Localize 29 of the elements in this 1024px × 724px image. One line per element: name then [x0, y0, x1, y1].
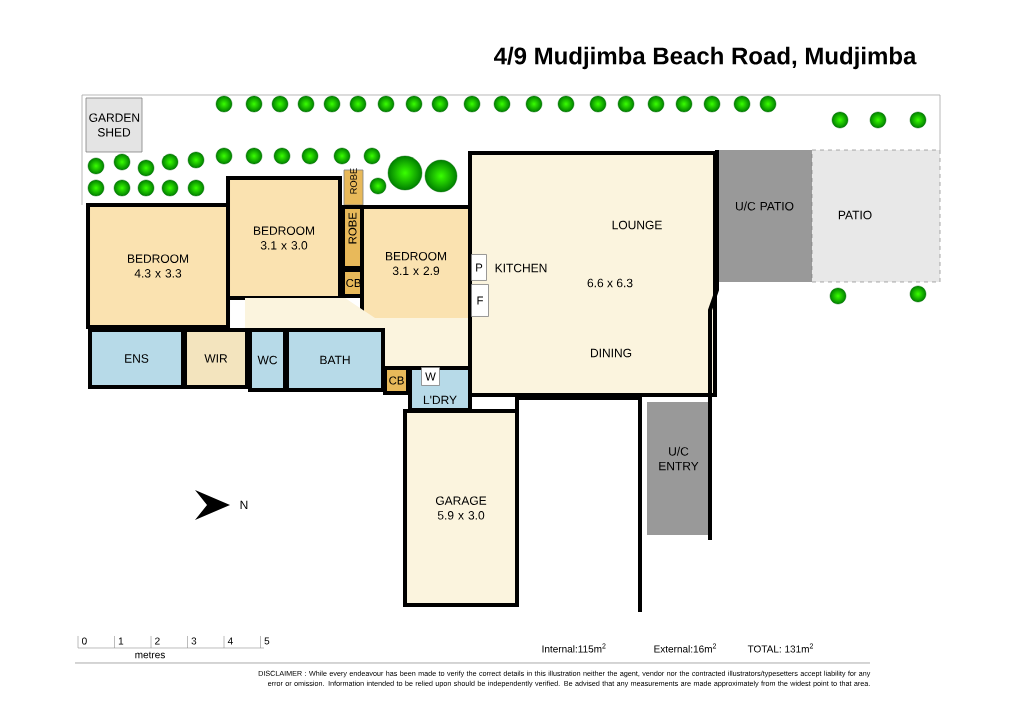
scale-number: 0	[82, 637, 87, 645]
robe: ROBE	[343, 168, 364, 206]
room: WC	[248, 328, 287, 392]
walk-in-robe: WIR	[183, 328, 249, 389]
scale-number: 4	[227, 637, 233, 645]
scale-number: 3	[191, 637, 197, 645]
cupboard: CB	[341, 268, 364, 298]
fridge-space: F	[471, 284, 489, 317]
patio-area: U/C PATIO	[717, 150, 812, 282]
room: GARAGE 5.9 x 3.0	[403, 409, 519, 607]
scale-number: 2	[155, 637, 160, 645]
area-figure: Internal:115m$^{2}$	[542, 643, 606, 653]
area-figure: TOTAL: 131m$^{2}$	[747, 643, 813, 653]
pantry: P	[471, 254, 487, 281]
compass: N	[240, 500, 248, 510]
room: BEDROOM 4.3 x 3.3	[86, 203, 230, 329]
entry-area: U/C ENTRY	[647, 402, 710, 535]
area-figure: External:16m$^{2}$	[654, 643, 717, 653]
scale-number: 5	[264, 637, 270, 645]
room: ENS	[88, 328, 185, 389]
room: BEDROOM 3.1 x 2.9	[360, 205, 472, 322]
scale-unit: metres	[135, 651, 165, 659]
cupboard: CB	[383, 366, 410, 395]
room: BEDROOM 3.1 x 3.0	[226, 176, 342, 300]
washer-space: W	[421, 367, 440, 386]
patio-area: PATIO	[811, 149, 941, 283]
garden-shed: GARDEN SHED	[85, 97, 143, 153]
scale-number: 1	[118, 637, 124, 645]
title: 4/9 Mudjimba Beach Road, Mudjimba	[494, 46, 917, 70]
